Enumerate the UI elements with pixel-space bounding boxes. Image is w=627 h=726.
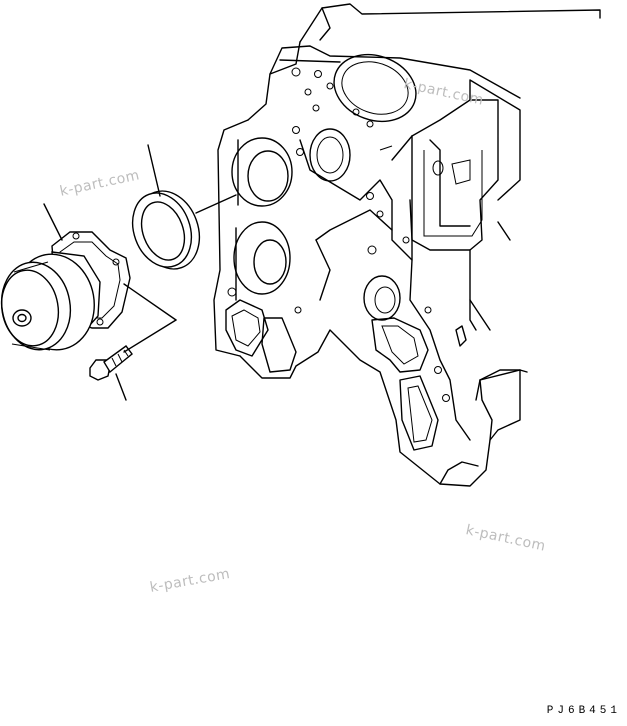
seal-ring [131,144,237,270]
engine-block [213,3,601,487]
water-pump [0,203,131,351]
drawing-code: PJ6B451 [546,705,621,717]
bolt [89,283,177,401]
